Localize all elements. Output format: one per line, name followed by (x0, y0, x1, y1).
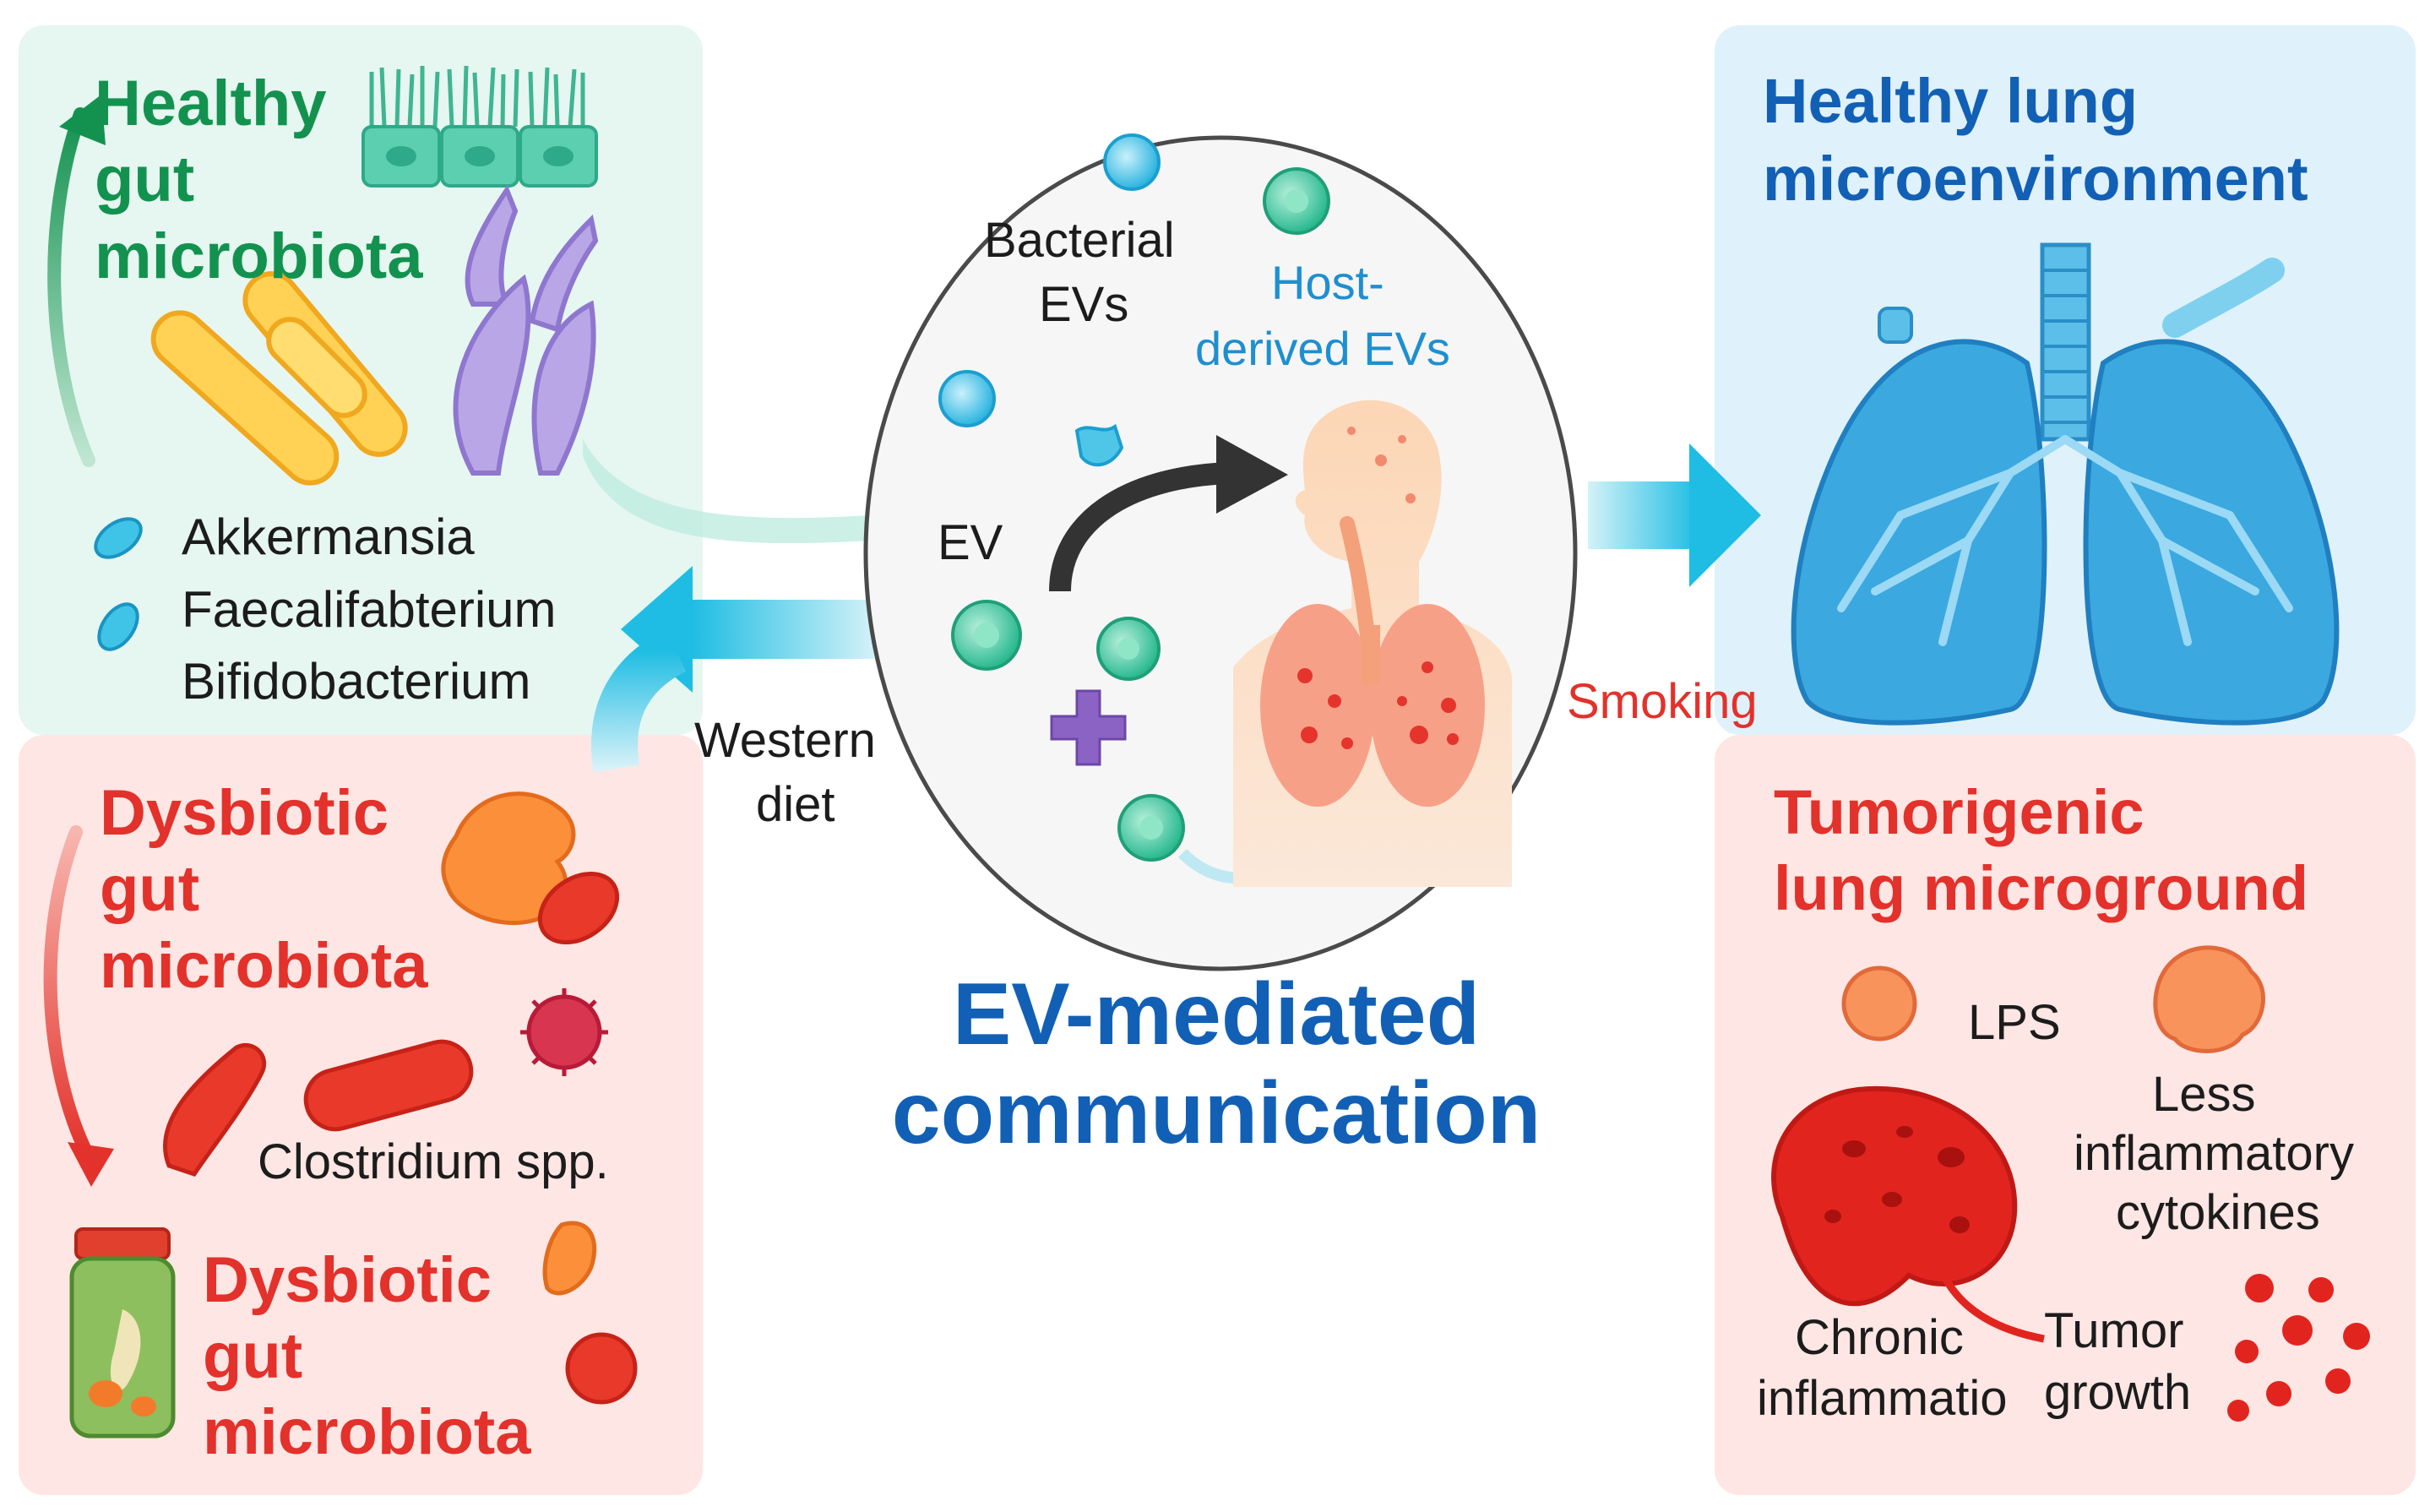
bacterial-ev-icon (1103, 133, 1161, 191)
ev-cross-icon (1050, 689, 1127, 766)
bacterial-evs-label-line2: EVs (1039, 277, 1129, 332)
healthy-gut-title-line2: gut (95, 144, 195, 215)
healthy-lung-title-line2: microenvironment (1763, 144, 2308, 214)
healthy-lung-icon (1791, 242, 2340, 726)
cytokines-label-line2: inflammatory (2074, 1126, 2354, 1181)
dysbiotic-title-1-line3: microbiota (100, 930, 428, 1002)
bacterial-evs-label-line1: Bacterial (984, 213, 1175, 268)
ev-label: EV (938, 515, 1003, 570)
healthy-gut-title-line3: microbiota (95, 220, 423, 292)
ev-to-lung-arrow (1588, 443, 1761, 587)
host-evs-label-line2: derived EVs (1195, 322, 1450, 375)
inflammation-label-line1: Chronic (1795, 1310, 1964, 1365)
dysbiotic-bacteria (163, 791, 638, 1405)
dysbiotic-title-2-line2: gut (203, 1320, 303, 1392)
taxon-akkermansia: Akkermansia (182, 509, 475, 565)
cytokines-label-line1: Less (2152, 1067, 2256, 1122)
western-diet-label-line1: Western (694, 713, 876, 768)
faecalibacterium-icon (97, 602, 139, 651)
host-evs-label-line1: Host- (1271, 256, 1384, 309)
ev-shape-cyan (1074, 423, 1124, 467)
dysbiotic-title-1-line1: Dysbiotic (100, 777, 389, 849)
tumor-growth-label-line1: Tumor (2044, 1303, 2184, 1358)
taxon-faecalibacterium: Faecalifabterium (182, 581, 557, 638)
western-diet-label-line2: diet (756, 777, 835, 832)
ev-particle (938, 370, 996, 427)
human-body-icon (1233, 400, 1512, 887)
tumorigenic-panel (1715, 735, 2416, 1495)
lps-icon (1841, 965, 1917, 1042)
ev-communication-title-line1: EV-mediated (952, 965, 1481, 1063)
taxon-bifidobacterium: Bifidobacterium (182, 653, 531, 710)
western-diet-arrow (591, 566, 874, 773)
dysbiotic-title-1-line2: gut (100, 853, 200, 925)
tumor-growth-label-line2: growth (2044, 1365, 2192, 1420)
cytokine-icon (2153, 945, 2265, 1053)
taxon-clostridium: Clostridium spp. (258, 1134, 609, 1189)
dysbiosis-trend-arrow (43, 825, 114, 1187)
rod-bacteria-yellow (150, 271, 408, 486)
gut-epithelium-icon (362, 65, 598, 188)
healthy-trend-arrow (47, 95, 106, 467)
akkermansia-icon (94, 517, 143, 559)
lps-label: LPS (1968, 995, 2061, 1050)
tumor-cell-dots (2227, 1274, 2370, 1422)
cytokines-label-line3: cytokines (2116, 1185, 2320, 1240)
dysbiotic-title-2-line3: microbiota (203, 1396, 531, 1468)
inflammation-label-line2: inflammatio (1757, 1371, 2008, 1426)
healthy-gut-title-line1: Healthy (95, 68, 327, 139)
tumor-growth-connector (1930, 1245, 2045, 1343)
smoking-label: Smoking (1567, 674, 1758, 729)
bifidobacterium-purple (453, 184, 599, 476)
tumorigenic-title-line1: Tumorigenic (1774, 777, 2145, 847)
gut-to-ev-flow (583, 439, 870, 544)
dysbiotic-title-2-line1: Dysbiotic (203, 1244, 492, 1316)
ev-delivery-arrow (1049, 435, 1288, 592)
probiotic-jar-icon (69, 1227, 176, 1439)
tumorigenic-title-line2: lung microground (1774, 853, 2309, 923)
healthy-lung-title-line1: Healthy lung (1763, 66, 2139, 136)
ev-communication-title-line2: communication (891, 1064, 1541, 1162)
